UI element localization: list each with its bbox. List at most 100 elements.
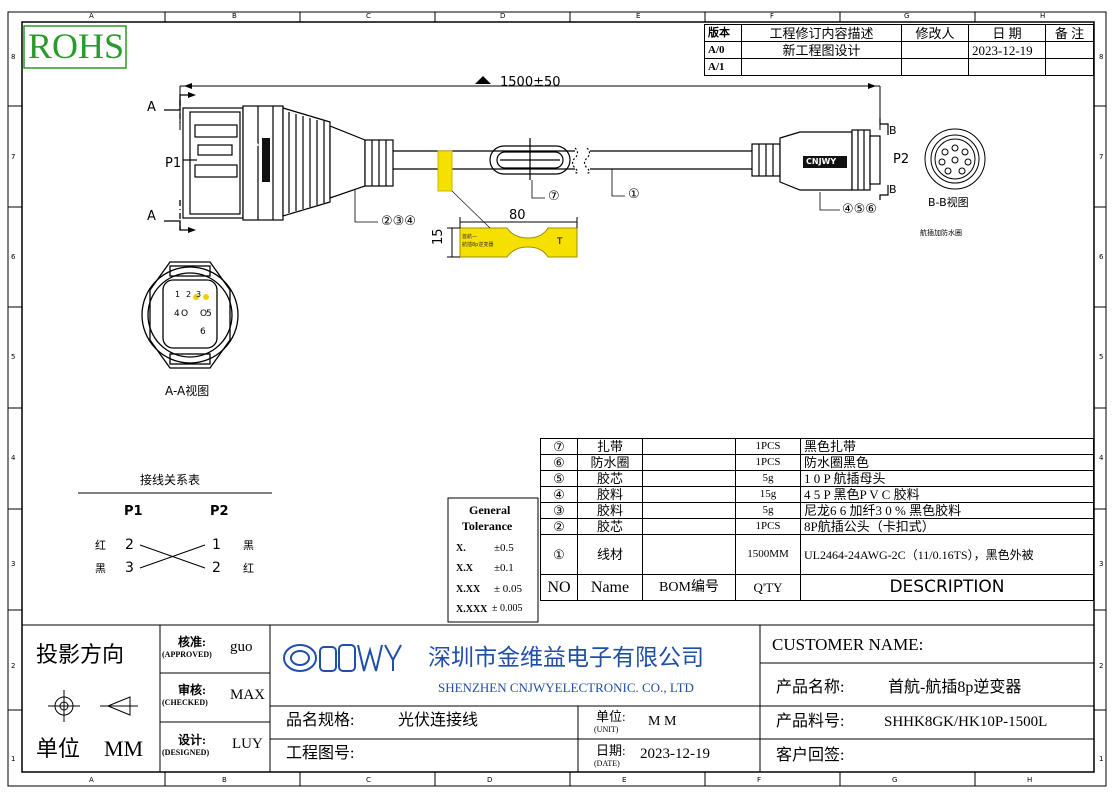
- row-label-3: 3: [11, 560, 16, 568]
- label-text-line1: 首航—: [462, 234, 478, 240]
- bom-description: 1 0 P 航插母头: [800, 470, 1094, 487]
- bom-qty: 1PCS: [735, 438, 801, 455]
- approved-cn: 核准:: [178, 635, 206, 649]
- company-name-en: SHENZHEN CNJWYELECTRONIC. CO., LTD: [438, 680, 694, 695]
- row-label-2-right: 2: [1099, 662, 1104, 670]
- row-label-4-right: 4: [1099, 454, 1104, 462]
- aa-pin-5: 5: [206, 309, 212, 319]
- bom-qty: 1PCS: [735, 454, 801, 471]
- aa-pin-6: 6: [200, 327, 206, 337]
- bom-row: ⑥ 防水圈 1PCS 防水圈黑色: [540, 454, 1094, 471]
- checked-by: MAX: [230, 687, 266, 703]
- rev-row-2-version: A/1: [704, 58, 742, 76]
- wiring-row-1-left-color: 红: [95, 539, 106, 552]
- product-name-value: 首航-航插8p逆变器: [888, 679, 1022, 696]
- row-label-1: 1: [11, 755, 16, 763]
- callout-7: ⑦: [548, 189, 560, 204]
- length-dimension: 1500±50: [500, 75, 561, 90]
- col-label-g: G: [904, 12, 910, 20]
- label-height-dimension: 15: [431, 228, 446, 245]
- p1-brand-mark: CNJWY: [250, 127, 259, 158]
- unit2-value: M M: [648, 714, 677, 729]
- bom-row: ③ 胶料 5g 尼龙6 6 加纤3 0 % 黑色胶料: [540, 502, 1094, 519]
- company-logo: [282, 644, 406, 672]
- date-value: 2023-12-19: [640, 746, 710, 762]
- product-name-label: 产品名称:: [776, 679, 845, 696]
- bom-header-qty: Q'TY: [735, 574, 801, 601]
- col-label-g-bottom: G: [892, 776, 898, 784]
- bom-no: ⑦: [540, 438, 578, 455]
- bom-qty: 5g: [735, 502, 801, 519]
- customer-name-label: CUSTOMER NAME:: [772, 635, 924, 654]
- bom-code: [642, 454, 736, 471]
- tolerance-title-2: Tolerance: [462, 519, 513, 533]
- unit2-en: (UNIT): [594, 725, 619, 734]
- unit-label: 单位: [36, 736, 81, 761]
- tolerance-row-3-value: ± 0.05: [494, 583, 523, 595]
- p2-brand-mark: CNJWY: [806, 157, 837, 166]
- bom-name: 胶料: [577, 502, 643, 519]
- wiring-table-title: 接线关系表: [140, 473, 201, 487]
- col-label-a-bottom: A: [89, 776, 94, 784]
- rev-row-1-description: 新工程图设计: [741, 41, 902, 59]
- bom-name: 胶芯: [577, 470, 643, 487]
- date-en: (DATE): [594, 759, 620, 768]
- row-label-5: 5: [11, 353, 16, 361]
- bom-header-name: Name: [577, 574, 643, 601]
- aa-view-label: A-A视图: [165, 384, 210, 398]
- rev-header-date: 日 期: [968, 24, 1046, 42]
- bom-row: ⑦ 扎带 1PCS 黑色扎带: [540, 438, 1094, 455]
- p1-label: P1: [165, 156, 182, 171]
- wiring-row-2-left-pin: 3: [125, 560, 134, 576]
- checked-cn: 审核:: [178, 683, 206, 697]
- row-label-5-right: 5: [1099, 353, 1104, 361]
- bom-code: [642, 486, 736, 503]
- spec-value: 光伏连接线: [398, 712, 479, 729]
- tolerance-row-3-key: X.XX: [456, 584, 481, 595]
- wiring-row-1-right-color: 黑: [243, 539, 254, 552]
- bom-no: ⑤: [540, 470, 578, 487]
- rev-row-2-description: [741, 58, 902, 76]
- bom-row: ① 线材 1500MM UL2464-24AWG-2C（11/0.16TS），黑…: [540, 534, 1094, 575]
- col-label-b-bottom: B: [222, 776, 227, 784]
- bom-code: [642, 470, 736, 487]
- bom-row: ⑤ 胶芯 5g 1 0 P 航插母头: [540, 470, 1094, 487]
- bom-code: [642, 534, 736, 575]
- tolerance-title-1: General: [469, 503, 511, 517]
- aa-pin-3: 3: [196, 290, 202, 299]
- bb-view-label: B-B视图: [928, 196, 969, 209]
- rev-row-2-author: [901, 58, 969, 76]
- col-label-f-bottom: F: [757, 776, 762, 784]
- row-label-6: 6: [11, 253, 16, 261]
- tolerance-row-2-key: X.X: [456, 563, 473, 574]
- aa-pin-4: 4: [174, 309, 180, 319]
- row-label-7-right: 7: [1099, 153, 1104, 161]
- aa-pin-1: 1: [175, 290, 181, 299]
- rohs-mark: ROHS: [28, 26, 125, 66]
- wiring-row-1-left-pin: 2: [125, 537, 134, 553]
- designed-by: LUY: [232, 736, 263, 752]
- bom-no: ②: [540, 518, 578, 535]
- bom-name: 防水圈: [577, 454, 643, 471]
- col-label-e: E: [636, 12, 641, 20]
- tolerance-row-1-key: X.: [456, 543, 466, 554]
- bom-qty: 5g: [735, 470, 801, 487]
- rev-row-1-author: [901, 41, 969, 59]
- bom-header-description: DESCRIPTION: [800, 574, 1094, 601]
- row-label-8-right: 8: [1099, 53, 1104, 61]
- row-label-4: 4: [11, 454, 16, 462]
- bom-code: [642, 518, 736, 535]
- callout-2-3-4: ②③④: [381, 214, 416, 229]
- bom-no: ④: [540, 486, 578, 503]
- bom-description: 4 5 P 黑色P V C 胶料: [800, 486, 1094, 503]
- wiring-head-p2: P2: [210, 504, 229, 519]
- designed-cn: 设计:: [178, 733, 206, 747]
- bom-description: 8P航插公头（卡扣式）: [800, 518, 1094, 535]
- row-label-1-right: 1: [1099, 755, 1104, 763]
- bom-header-no: NO: [540, 574, 578, 601]
- col-label-f: F: [770, 12, 775, 20]
- section-b-bottom-label: B: [889, 183, 897, 196]
- col-label-d: D: [500, 12, 506, 20]
- bom-header-row: NO Name BOM编号 Q'TY DESCRIPTION: [540, 574, 1094, 601]
